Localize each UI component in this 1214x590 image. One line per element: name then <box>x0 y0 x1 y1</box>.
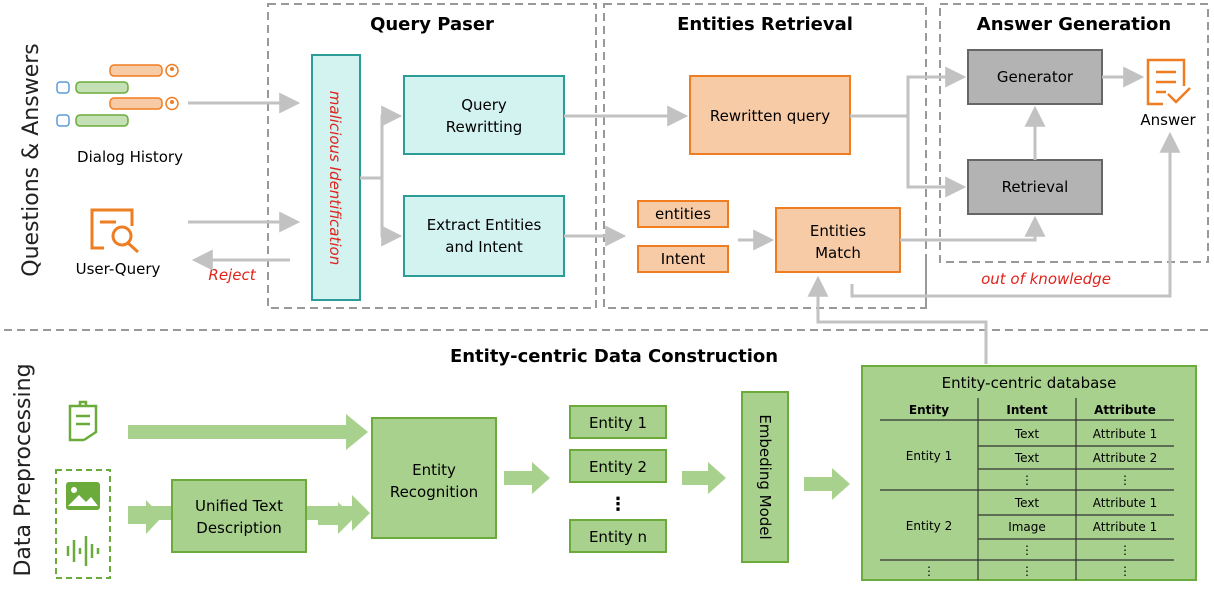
unified-text-label-2: Description <box>196 519 281 537</box>
entities-label: entities <box>655 205 711 223</box>
entity-recognition-box <box>371 417 497 539</box>
database-box <box>861 365 1197 581</box>
unified-text-label-1: Unified Text <box>195 497 283 515</box>
query-parser-title: Query Paser <box>370 14 494 35</box>
db-cell: Attribute 2 <box>1093 451 1157 465</box>
db-cell: Text <box>1014 496 1040 510</box>
side-label-data-preprocessing: Data Preprocessing <box>11 363 36 576</box>
db-cell: Attribute 1 <box>1093 427 1157 441</box>
entities-match-label-1: Entities <box>810 222 866 240</box>
unified-text-box <box>171 479 307 553</box>
flow-arrows <box>188 66 1181 364</box>
user-query-icon <box>90 208 140 254</box>
entity-recognition-label-1: Entity <box>412 461 456 479</box>
db-cell: ⋮ <box>1021 473 1033 487</box>
entity-2-label: Entity 2 <box>589 458 647 476</box>
db-cell: ⋮ <box>1021 543 1033 557</box>
retrieval-label: Retrieval <box>1002 178 1069 196</box>
entities-match-box <box>775 207 901 273</box>
entities-retrieval-title: Entities Retrieval <box>677 14 853 35</box>
entity-n-box <box>569 519 667 553</box>
out-of-knowledge-label: out of knowledge <box>981 270 1111 288</box>
entity-ellipsis: ⋮ <box>609 494 627 515</box>
db-cell: Image <box>1008 520 1046 534</box>
embedding-model-box <box>741 391 789 563</box>
entity-2-box <box>569 449 667 483</box>
retrieval-box <box>967 159 1103 215</box>
query-parser-section <box>267 3 597 309</box>
entity-1-box <box>569 405 667 439</box>
malicious-identification-box <box>311 54 361 301</box>
entities-match-label-2: Match <box>815 244 861 262</box>
db-cell: ⋮ <box>1119 473 1131 487</box>
db-cell: Attribute 1 <box>1093 496 1157 510</box>
dialog-history-icon <box>56 63 179 127</box>
multimodal-group <box>55 469 111 579</box>
image-icon <box>66 482 100 510</box>
side-label-questions-answers: Questions & Answers <box>19 43 44 277</box>
entity-recognition-label-2: Recognition <box>390 483 478 501</box>
database-table-lines <box>880 398 1174 580</box>
entity-n-label: Entity n <box>589 528 647 546</box>
entity-1-label: Entity 1 <box>589 414 647 432</box>
dialog-history-label: Dialog History <box>77 148 183 166</box>
db-cell: Text <box>1014 451 1040 465</box>
db-cell: ⋮ <box>923 564 935 578</box>
rewritten-query-label: Rewritten query <box>710 107 830 125</box>
db-cell-entity2: Entity 2 <box>906 519 952 533</box>
intent-box <box>637 245 729 273</box>
user-query-label: User-Query <box>76 260 161 278</box>
db-header-attribute: Attribute <box>1094 403 1156 417</box>
query-rewriting-box <box>403 75 565 155</box>
document-icon <box>68 400 98 442</box>
db-cell: ⋮ <box>1119 543 1131 557</box>
extract-entities-label-1: Extract Entities <box>427 216 542 234</box>
db-cell: ⋮ <box>1021 564 1033 578</box>
malicious-identification-label: malicious Identification <box>326 91 344 265</box>
rewritten-query-box <box>689 75 851 155</box>
reject-label: Reject <box>208 266 256 284</box>
db-cell: Attribute 1 <box>1093 520 1157 534</box>
data-construction-title: Entity-centric Data Construction <box>450 346 778 367</box>
database-rows: Entity 1 Text Attribute 1 Text Attribute… <box>906 427 1157 578</box>
db-cell: Text <box>1014 427 1040 441</box>
db-cell-entity1: Entity 1 <box>906 449 952 463</box>
intent-label: Intent <box>661 250 706 268</box>
answer-label: Answer <box>1140 111 1196 129</box>
answer-icon <box>1146 58 1191 106</box>
answer-generation-title: Answer Generation <box>977 14 1171 35</box>
db-header-intent: Intent <box>1006 403 1047 417</box>
db-header-entity: Entity <box>909 403 949 417</box>
generator-label: Generator <box>997 68 1074 86</box>
entities-retrieval-section <box>603 3 927 309</box>
audio-icon <box>66 536 100 566</box>
extract-entities-label-2: and Intent <box>445 238 523 256</box>
query-rewriting-label-2: Rewritting <box>446 118 523 136</box>
database-title: Entity-centric database <box>942 374 1117 392</box>
query-rewriting-label-1: Query <box>461 96 507 114</box>
embedding-model-label: Embeding Model <box>756 414 774 539</box>
extract-entities-box <box>403 195 565 277</box>
answer-generation-section <box>939 3 1209 263</box>
entities-box <box>637 200 729 228</box>
database-header-row: Entity Intent Attribute <box>909 403 1156 417</box>
db-cell: ⋮ <box>1119 564 1131 578</box>
generator-box <box>967 49 1103 105</box>
